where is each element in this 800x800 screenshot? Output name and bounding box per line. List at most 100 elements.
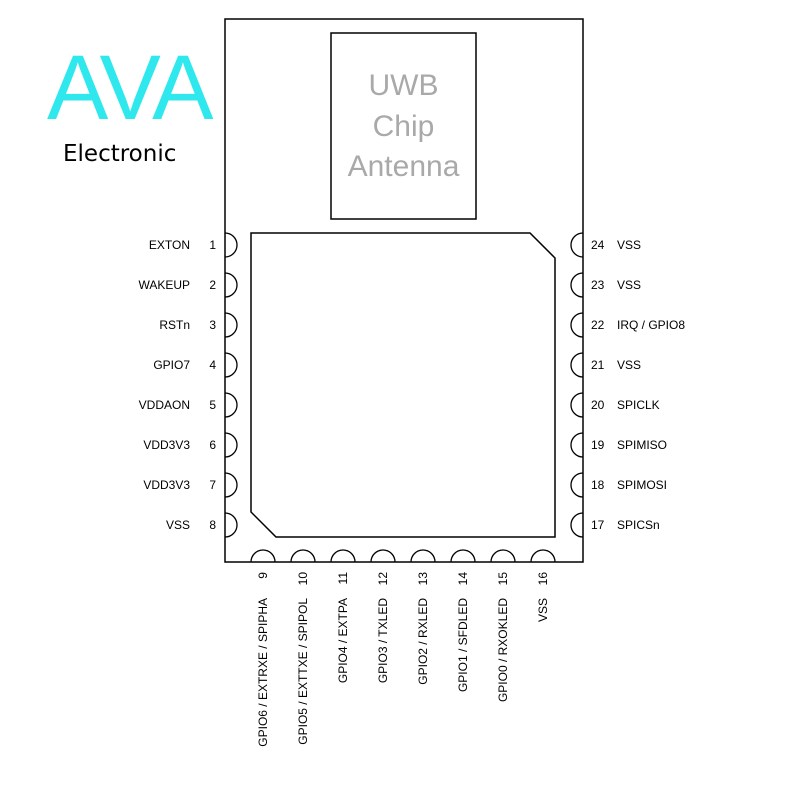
antenna-box xyxy=(330,32,477,220)
pin-18: 18 SPIMOSI xyxy=(570,472,667,498)
pin-pad xyxy=(570,232,584,258)
pin-pad xyxy=(570,512,584,538)
chip-body xyxy=(250,232,556,538)
pin-number: 16 xyxy=(536,572,550,586)
pin-pad xyxy=(224,312,238,338)
pin-number: 23 xyxy=(591,278,605,292)
pin-pad xyxy=(570,312,584,338)
pin-pad xyxy=(370,549,396,563)
pin-pad xyxy=(490,549,516,563)
pin-label: GPIO5 / EXTTXE / SPIPOL xyxy=(296,598,310,745)
pin-label: SPICSn xyxy=(617,518,660,532)
pin-number: 20 xyxy=(591,398,605,412)
pin-6: 6 VDD3V3 xyxy=(143,432,238,458)
pin-3: 3 RSTn xyxy=(159,312,238,338)
pin-label: GPIO6 / EXTRXE / SPIPHA xyxy=(256,598,270,747)
pin-number: 22 xyxy=(591,318,605,332)
pin-number: 7 xyxy=(209,478,216,492)
logo-brand: AVA xyxy=(47,37,214,139)
pin-label: VSS xyxy=(166,518,190,532)
pin-number: 24 xyxy=(591,238,605,252)
pin-number: 11 xyxy=(336,572,350,585)
pin-20: 20 SPICLK xyxy=(570,392,660,418)
pin-label: GPIO4 / EXTPA xyxy=(336,598,350,683)
pin-7: 7 VDD3V3 xyxy=(143,472,238,498)
pin-pad xyxy=(450,549,476,563)
pin-label: VSS xyxy=(617,278,641,292)
pin-pad xyxy=(224,512,238,538)
module-outline xyxy=(224,18,584,563)
ava-logo: AVA Electronic xyxy=(47,37,216,167)
pin-number: 14 xyxy=(456,572,470,586)
pin-label: WAKEUP xyxy=(138,278,190,292)
pin-pad xyxy=(530,549,556,563)
pin-number: 17 xyxy=(591,518,605,532)
pin-number: 9 xyxy=(256,572,270,579)
pin-pad xyxy=(570,432,584,458)
antenna-line-2: Chip xyxy=(373,110,435,143)
pin-pad xyxy=(330,549,356,563)
pin-number: 12 xyxy=(376,572,390,586)
pin-19: 19 SPIMISO xyxy=(570,432,667,458)
pin-label: SPIMISO xyxy=(617,438,667,452)
pin-pad xyxy=(224,392,238,418)
logo-subtitle: Electronic xyxy=(63,141,176,167)
pin-number: 8 xyxy=(209,518,216,532)
pin-label: GPIO2 / RXLED xyxy=(416,598,430,685)
pin-label: VDD3V3 xyxy=(143,438,190,452)
pin-17: 17 SPICSn xyxy=(570,512,660,538)
pin-label: VSS xyxy=(617,358,641,372)
antenna-line-1: UWB xyxy=(369,69,439,102)
pin-label: RSTn xyxy=(159,318,190,332)
pin-8: 8 VSS xyxy=(166,512,238,538)
pin-number: 1 xyxy=(209,238,216,252)
pin-label: SPIMOSI xyxy=(617,478,667,492)
pin-1: 1 EXTON xyxy=(149,232,238,258)
pin-2: 2 WAKEUP xyxy=(138,272,238,298)
pin-23: 23 VSS xyxy=(570,272,641,298)
pin-number: 13 xyxy=(416,572,430,586)
antenna-line-3: Antenna xyxy=(348,150,460,183)
pin-label: SPICLK xyxy=(617,398,660,412)
pin-number: 4 xyxy=(209,358,216,372)
pin-label: EXTON xyxy=(149,238,190,252)
pin-label: GPIO3 / TXLED xyxy=(376,598,390,683)
pin-pad xyxy=(224,352,238,378)
pin-number: 6 xyxy=(209,438,216,452)
pin-number: 18 xyxy=(591,478,605,492)
pin-pad xyxy=(410,549,436,563)
pin-number: 10 xyxy=(296,572,310,586)
pin-label: VDD3V3 xyxy=(143,478,190,492)
pin-pad xyxy=(570,272,584,298)
pin-number: 19 xyxy=(591,438,605,452)
pin-22: 22 IRQ / GPIO8 xyxy=(570,312,685,338)
pin-number: 3 xyxy=(209,318,216,332)
pin-label: VSS xyxy=(617,238,641,252)
pin-pad xyxy=(224,432,238,458)
pin-label: GPIO1 / SFDLED xyxy=(456,598,470,692)
pin-pad xyxy=(224,272,238,298)
pin-24: 24 VSS xyxy=(570,232,641,258)
left-pin-group: 1EXTON2WAKEUP3RSTn4GPIO75VDDAON6VDD3V37V… xyxy=(138,232,238,538)
pin-number: 2 xyxy=(209,278,216,292)
pin-pad xyxy=(570,392,584,418)
antenna-label: UWB Chip Antenna xyxy=(348,69,460,183)
pin-label: VSS xyxy=(536,598,550,622)
pin-label: VDDAON xyxy=(139,398,190,412)
pin-pad xyxy=(250,549,276,563)
pin-pad xyxy=(570,352,584,378)
pin-pad xyxy=(224,232,238,258)
pin-label: IRQ / GPIO8 xyxy=(617,318,685,332)
